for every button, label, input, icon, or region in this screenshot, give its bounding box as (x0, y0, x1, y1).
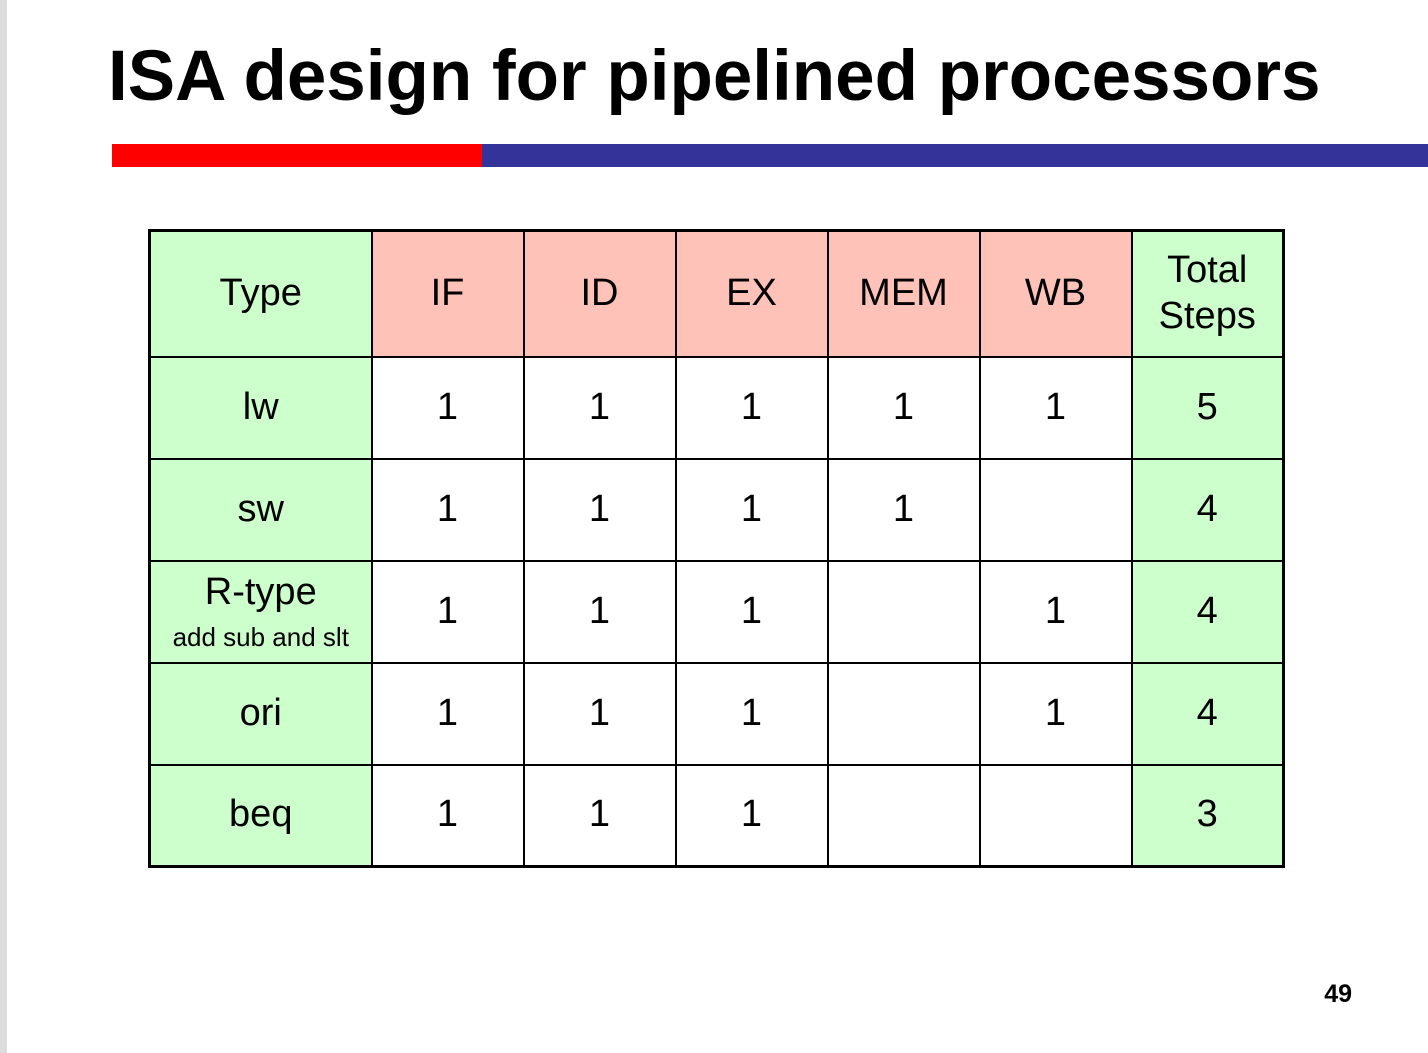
table-row: beq 1 1 1 3 (148, 763, 1285, 868)
table-row: sw 1 1 1 1 4 (148, 457, 1285, 562)
total-steps-cell: 4 (1130, 457, 1285, 562)
stage-cell-wb: 1 (978, 355, 1133, 460)
table-row: ori 1 1 1 1 4 (148, 661, 1285, 766)
header-stage-if: IF (370, 229, 525, 358)
stage-cell-id: 1 (522, 355, 677, 460)
stage-cell-if: 1 (370, 355, 525, 460)
stage-cell-if: 1 (370, 763, 525, 868)
row-type: R-type add sub and slt (148, 559, 373, 664)
stage-cell-mem: 1 (826, 355, 981, 460)
row-type: beq (148, 763, 373, 868)
stage-cell-ex: 1 (674, 355, 829, 460)
stage-cell-wb: 1 (978, 559, 1133, 664)
stage-cell-mem (826, 661, 981, 766)
stage-cell-id: 1 (522, 763, 677, 868)
table-row: lw 1 1 1 1 1 5 (148, 355, 1285, 460)
header-total-line2: Steps (1158, 294, 1256, 337)
total-steps-cell: 4 (1130, 661, 1285, 766)
stage-cell-if: 1 (370, 457, 525, 562)
stage-cell-id: 1 (522, 559, 677, 664)
stage-cell-mem (826, 559, 981, 664)
stage-cell-if: 1 (370, 661, 525, 766)
header-stage-ex: EX (674, 229, 829, 358)
row-type-label: R-type (204, 571, 317, 614)
table-row: R-type add sub and slt 1 1 1 1 4 (148, 559, 1285, 664)
stage-cell-if: 1 (370, 559, 525, 664)
stage-cell-wb (978, 763, 1133, 868)
stage-cell-id: 1 (522, 661, 677, 766)
stage-cell-ex: 1 (674, 457, 829, 562)
page-number: 49 (1324, 980, 1352, 1008)
stage-cell-mem (826, 763, 981, 868)
header-stage-mem: MEM (826, 229, 981, 358)
title-underline-blue (482, 144, 1428, 167)
stage-cell-wb: 1 (978, 661, 1133, 766)
header-type: Type (148, 229, 373, 358)
stage-cell-ex: 1 (674, 661, 829, 766)
row-type-subtitle: add sub and slt (172, 621, 349, 652)
total-steps-cell: 4 (1130, 559, 1285, 664)
header-stage-id: ID (522, 229, 677, 358)
slide-title: ISA design for pipelined processors (108, 37, 1321, 116)
row-type-label: sw (237, 487, 284, 530)
title-underline-red (112, 144, 482, 167)
row-type-label: beq (229, 793, 293, 836)
row-type: lw (148, 355, 373, 460)
total-steps-cell: 3 (1130, 763, 1285, 868)
slide-left-edge (0, 0, 7, 1053)
row-type-label: ori (239, 691, 282, 734)
total-steps-cell: 5 (1130, 355, 1285, 460)
header-total-line1: Total (1167, 249, 1248, 292)
stage-cell-mem: 1 (826, 457, 981, 562)
stage-cell-wb (978, 457, 1133, 562)
stage-cell-ex: 1 (674, 763, 829, 868)
header-stage-wb: WB (978, 229, 1133, 358)
row-type-label: lw (242, 385, 279, 428)
row-type: ori (148, 661, 373, 766)
stage-cell-ex: 1 (674, 559, 829, 664)
row-type: sw (148, 457, 373, 562)
stage-cell-id: 1 (522, 457, 677, 562)
